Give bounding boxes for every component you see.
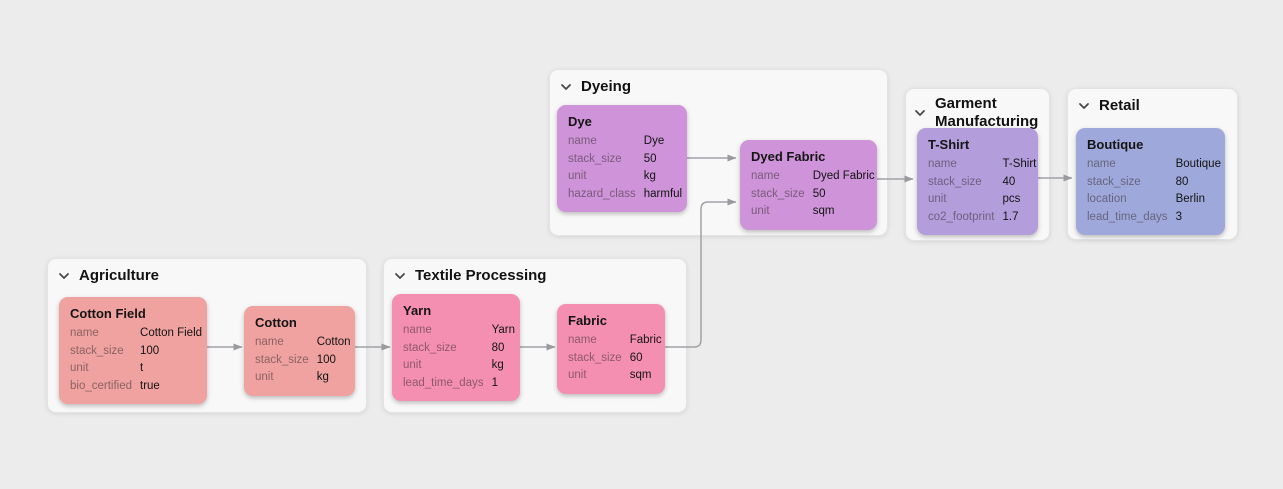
attr-value: 80	[491, 341, 505, 354]
node-title: Yarn	[403, 303, 432, 318]
group-title: Garment Manufacturing	[935, 95, 1039, 130]
attr-key: unit	[928, 193, 947, 205]
attr-value: 100	[140, 344, 160, 357]
attr-key: name	[1087, 158, 1116, 170]
attr-value: 40	[1002, 175, 1016, 188]
attr-value: t	[140, 362, 144, 374]
attr-value: sqm	[629, 369, 652, 381]
attribute-table: name Dye stack_size 50 unit kg hazard_cl…	[568, 133, 682, 203]
node-title: Dye	[568, 114, 592, 129]
group-header: Garment Manufacturing	[906, 89, 1049, 137]
node-yarn[interactable]: Yarn name Yarn stack_size 80 unit kg lea…	[392, 294, 520, 401]
attr-value: harmful	[643, 187, 683, 200]
edge-fabric-to-dyed-fabric[interactable]	[665, 198, 737, 348]
attr-key: stack_size	[568, 152, 622, 165]
node-title: Fabric	[568, 313, 608, 328]
attr-key: name	[568, 135, 597, 147]
attr-key: name	[255, 336, 284, 348]
group-title: Textile Processing	[415, 267, 547, 284]
attr-key: hazard_class	[568, 187, 636, 200]
attr-key: unit	[70, 362, 89, 374]
node-title: Cotton	[255, 315, 297, 330]
attr-key: stack_size	[751, 187, 805, 200]
attr-value: Yarn	[491, 324, 516, 336]
attribute-table: name Boutique stack_size 80 location Ber…	[1087, 156, 1221, 226]
group-header: Agriculture	[48, 259, 366, 292]
attr-value: true	[140, 379, 160, 392]
attr-key: unit	[568, 369, 587, 381]
attr-key: name	[568, 334, 597, 346]
node-fabric[interactable]: Fabric name Fabric stack_size 60 unit sq…	[557, 304, 665, 394]
attr-key: location	[1087, 193, 1127, 205]
attr-key: bio_certified	[70, 379, 133, 392]
attr-key: lead_time_days	[1087, 210, 1168, 223]
chevron-down-icon[interactable]	[393, 269, 407, 283]
attr-value: 100	[316, 353, 336, 366]
attr-value: kg	[643, 170, 656, 182]
attr-key: unit	[255, 371, 274, 383]
attr-value: Boutique	[1175, 158, 1221, 170]
node-cotton[interactable]: Cotton name Cotton stack_size 100 unit k…	[244, 306, 355, 396]
attribute-table: name Cotton Field stack_size 100 unit t …	[70, 325, 202, 395]
attr-key: unit	[568, 170, 587, 182]
attr-value: Cotton Field	[140, 327, 203, 339]
attr-key: name	[403, 324, 432, 336]
attr-key: unit	[403, 359, 422, 371]
attr-key: unit	[751, 205, 770, 217]
attr-key: stack_size	[928, 175, 982, 188]
attr-key: stack_size	[568, 351, 622, 364]
attr-value: 80	[1175, 175, 1189, 188]
attr-value: sqm	[812, 205, 835, 217]
attr-value: 1	[491, 376, 498, 389]
attr-key: name	[751, 170, 780, 182]
attr-value: 1.7	[1002, 210, 1019, 223]
attr-key: name	[928, 158, 957, 170]
attribute-table: name Cotton stack_size 100 unit kg	[255, 334, 351, 387]
attr-value: Dye	[643, 135, 665, 147]
attr-value: Berlin	[1175, 193, 1205, 205]
attr-value: T-Shirt	[1002, 158, 1037, 170]
attr-value: Cotton	[316, 336, 351, 348]
group-title: Retail	[1099, 97, 1140, 114]
node-dye[interactable]: Dye name Dye stack_size 50 unit kg hazar…	[557, 105, 687, 212]
group-title: Agriculture	[79, 267, 160, 284]
attr-key: lead_time_days	[403, 376, 484, 389]
node-title: Cotton Field	[70, 306, 146, 321]
node-title: Boutique	[1087, 137, 1144, 152]
attribute-table: name Yarn stack_size 80 unit kg lead_tim…	[403, 322, 515, 392]
group-header: Textile Processing	[384, 259, 686, 292]
attribute-table: name Fabric stack_size 60 unit sqm	[568, 332, 662, 385]
attr-value: Fabric	[629, 334, 662, 346]
node-title: Dyed Fabric	[751, 149, 826, 164]
node-title: T-Shirt	[928, 137, 970, 152]
attr-value: kg	[491, 359, 504, 371]
group-header: Dyeing	[550, 70, 887, 103]
attr-value: 50	[643, 152, 657, 165]
attr-key: stack_size	[1087, 175, 1141, 188]
group-header: Retail	[1068, 89, 1237, 122]
attr-value: Dyed Fabric	[812, 170, 875, 182]
attr-key: co2_footprint	[928, 210, 995, 223]
attr-key: name	[70, 327, 99, 339]
attr-value: kg	[316, 371, 329, 383]
chevron-down-icon[interactable]	[559, 80, 573, 94]
chevron-down-icon[interactable]	[1077, 99, 1091, 113]
node-boutique[interactable]: Boutique name Boutique stack_size 80 loc…	[1076, 128, 1225, 235]
node-dyed-fabric[interactable]: Dyed Fabric name Dyed Fabric stack_size …	[740, 140, 877, 230]
attribute-table: name Dyed Fabric stack_size 50 unit sqm	[751, 168, 875, 221]
chevron-down-icon[interactable]	[913, 106, 927, 120]
chevron-down-icon[interactable]	[57, 269, 71, 283]
attr-value: pcs	[1002, 193, 1021, 205]
attribute-table: name T-Shirt stack_size 40 unit pcs co2_…	[928, 156, 1036, 226]
node-cotton-field[interactable]: Cotton Field name Cotton Field stack_siz…	[59, 297, 207, 404]
attr-key: stack_size	[255, 353, 309, 366]
attr-value: 50	[812, 187, 826, 200]
node-t-shirt[interactable]: T-Shirt name T-Shirt stack_size 40 unit …	[917, 128, 1038, 235]
attr-value: 3	[1175, 210, 1182, 223]
attr-key: stack_size	[70, 344, 124, 357]
attr-value: 60	[629, 351, 643, 364]
attr-key: stack_size	[403, 341, 457, 354]
group-title: Dyeing	[581, 78, 632, 95]
